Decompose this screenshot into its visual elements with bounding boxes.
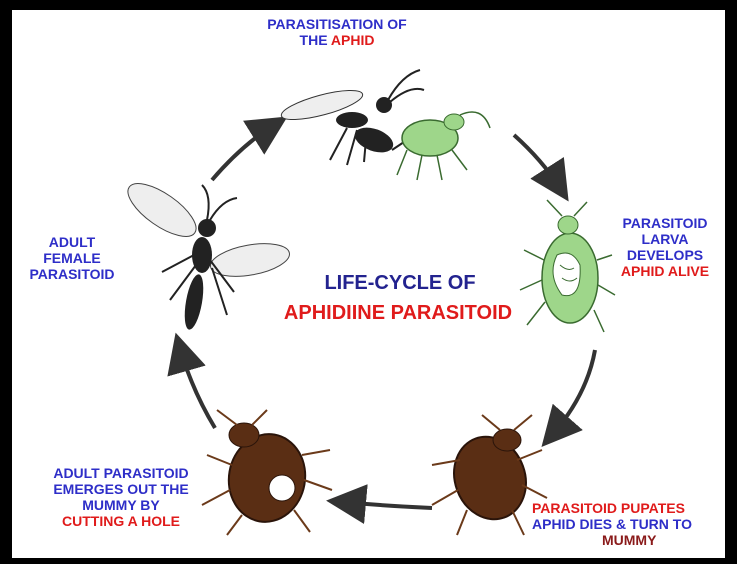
diagram-title-line1: LIFE-CYCLE OF <box>270 272 530 295</box>
label-pupates-line3: MUMMY <box>532 532 725 548</box>
label-larva-line2: LARVA <box>610 231 720 247</box>
label-adult: ADULT FEMALE PARASITOID <box>12 234 132 282</box>
label-larva-line4: APHID ALIVE <box>610 263 720 279</box>
label-adult-line1: ADULT <box>12 234 132 250</box>
mummy-illustration <box>432 415 547 535</box>
label-parasitisation-line2b: APHID <box>331 32 375 48</box>
label-larva-line1: PARASITOID <box>610 215 720 231</box>
label-emerges-line1: ADULT PARASITOID <box>16 465 226 481</box>
diagram-title-line2: APHIDIINE PARASITOID <box>248 302 548 325</box>
label-pupates-line1: PARASITOID PUPATES <box>532 500 725 516</box>
label-larva: PARASITOID LARVA DEVELOPS APHID ALIVE <box>610 215 720 279</box>
label-emerges: ADULT PARASITOID EMERGES OUT THE MUMMY B… <box>16 465 226 529</box>
label-emerges-line4: CUTTING A HOLE <box>16 513 226 529</box>
label-parasitisation-line2a: THE <box>300 32 331 48</box>
label-larva-line3: DEVELOPS <box>610 247 720 263</box>
label-adult-line3: PARASITOID <box>12 266 132 282</box>
arrow-larva-to-pupa <box>552 350 595 435</box>
arrow-adult-to-parasitisation <box>212 125 274 180</box>
label-pupates-line2: APHID DIES & TURN TO <box>532 516 725 532</box>
label-adult-line2: FEMALE <box>12 250 132 266</box>
label-parasitisation: PARASITISATION OF THE APHID <box>242 16 432 48</box>
arrow-pupa-to-emergence <box>342 502 432 508</box>
label-pupates: PARASITOID PUPATES APHID DIES & TURN TO … <box>532 500 725 548</box>
diagram-canvas: PARASITISATION OF THE APHID PARASITOID L… <box>12 10 725 558</box>
wasp-oviposition-illustration <box>279 70 490 180</box>
label-parasitisation-line1: PARASITISATION OF <box>242 16 432 32</box>
arrow-parasitisation-to-larva <box>514 135 560 188</box>
label-emerges-line2: EMERGES OUT THE <box>16 481 226 497</box>
label-emerges-line3: MUMMY BY <box>16 497 226 513</box>
arrow-emergence-to-adult <box>180 348 215 428</box>
